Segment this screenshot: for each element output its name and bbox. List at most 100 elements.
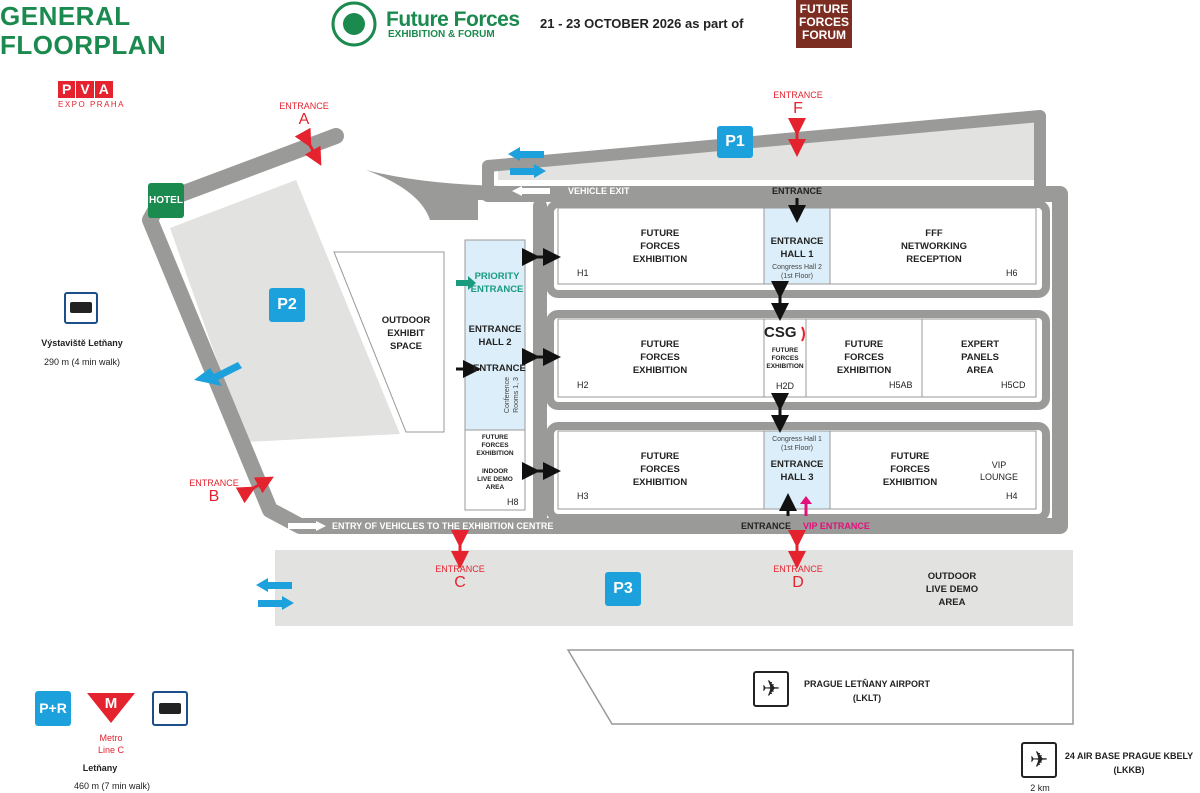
pva-letter: V bbox=[76, 81, 94, 98]
metro-line-label: Metro Line C bbox=[80, 732, 142, 756]
label-line: FUTURE bbox=[640, 451, 680, 462]
label-line: FORCES bbox=[640, 241, 680, 252]
metro-letter: M bbox=[104, 695, 118, 712]
label-line: NETWORKING bbox=[901, 241, 967, 252]
entrance-word: ENTRANCE bbox=[773, 90, 823, 100]
airbase-icon: ✈ bbox=[1021, 742, 1057, 778]
label-line: HALL 2 bbox=[478, 337, 512, 348]
outdoor-exhibit-label: OUTDOOR EXHIBIT SPACE bbox=[370, 314, 442, 353]
entrance-hall-3-area bbox=[763, 430, 831, 510]
label-line: LIVE DEMO bbox=[477, 476, 513, 483]
forum-logo-line: FUTURE bbox=[799, 2, 849, 16]
label-line: FUTURE bbox=[640, 339, 680, 350]
label-line: FUTURE bbox=[844, 339, 884, 350]
entrance-a-arrow bbox=[294, 127, 322, 166]
label-line: PANELS bbox=[961, 352, 999, 363]
vehicle-exit-label: VEHICLE EXIT bbox=[568, 186, 630, 196]
pva-subtitle: EXPO PRAHA bbox=[58, 100, 126, 109]
label-line: ENTRANCE bbox=[770, 236, 824, 247]
label-line: OUTDOOR bbox=[381, 315, 431, 326]
label-line: ENTRANCE bbox=[470, 284, 524, 295]
airbase-distance: 2 km bbox=[1030, 783, 1050, 793]
congress-hall-1-note: Congress Hall 1 (1st Floor) bbox=[764, 435, 830, 453]
future-forces-emblem-inner bbox=[343, 13, 365, 35]
label-line: OUTDOOR bbox=[927, 571, 977, 582]
label-line: EXHIBITION bbox=[632, 365, 688, 376]
entrance-letter: B bbox=[208, 488, 220, 505]
conference-rooms-label: Conference Rooms 1, 3 bbox=[504, 376, 520, 414]
csg-bracket bbox=[801, 326, 805, 342]
label-line: Line C bbox=[97, 745, 124, 755]
entrance-letter: C bbox=[454, 574, 466, 591]
label-line: EXPERT bbox=[960, 339, 999, 350]
entrance-a-label: ENTRANCE A bbox=[264, 101, 344, 129]
label-line: SPACE bbox=[389, 341, 423, 352]
label-line: EXHIBITION bbox=[476, 450, 514, 457]
label-line: VIP bbox=[991, 460, 1007, 470]
hall-id-h1: H1 bbox=[577, 268, 589, 278]
parking-area-p3 bbox=[275, 550, 1073, 626]
label-line: FORCES bbox=[640, 464, 680, 475]
forum-logo-line: FORCES bbox=[798, 15, 849, 29]
entrance-hall-2-door: ENTRANCE bbox=[473, 363, 526, 374]
label-line: FORCES bbox=[771, 355, 799, 362]
label-line: Congress Hall 2 bbox=[772, 264, 822, 271]
page-title-line: FLOORPLAN bbox=[0, 30, 167, 60]
label-line: AREA bbox=[938, 597, 966, 608]
entrance-hall-2-area bbox=[464, 239, 526, 431]
airbase-name: 24 AIR BASE PRAGUE KBELY bbox=[1064, 751, 1194, 761]
label-line: ENTRANCE bbox=[468, 324, 522, 335]
label-line: LOUNGE bbox=[979, 472, 1018, 482]
entrance-hall-1-label: ENTRANCE HALL 1 bbox=[764, 235, 830, 261]
event-dates: 21 - 23 OCTOBER 2026 as part of bbox=[540, 16, 744, 31]
pva-letter: A bbox=[94, 81, 113, 98]
label-line: INDOOR bbox=[482, 468, 508, 475]
hall-id-h3: H3 bbox=[577, 491, 589, 501]
entrance-b-label: ENTRANCE B bbox=[174, 478, 254, 506]
entrance-d-label: ENTRANCE D bbox=[758, 564, 838, 592]
priority-entrance-arrow bbox=[456, 276, 476, 290]
label-line: AREA bbox=[966, 365, 994, 376]
congress-hall-2-note: Congress Hall 2 (1st Floor) bbox=[764, 263, 830, 281]
hall-h3-label: FUTURE FORCES EXHIBITION bbox=[600, 450, 720, 489]
airport-name: PRAGUE LETŇANY AIRPORT bbox=[803, 679, 930, 689]
logo-subtitle: EXHIBITION & FORUM bbox=[388, 29, 495, 40]
label-line: (1st Floor) bbox=[781, 273, 813, 280]
entrance-word: ENTRANCE bbox=[279, 101, 329, 111]
bus-icon bbox=[152, 691, 188, 726]
label-line: FORCES bbox=[640, 352, 680, 363]
page-title: GENERAL FLOORPLAN bbox=[0, 2, 166, 60]
label-line: FUTURE bbox=[640, 228, 680, 239]
label-line: LIVE DEMO bbox=[925, 584, 979, 595]
label-line: FORCES bbox=[844, 352, 884, 363]
parking-p1-badge: P1 bbox=[717, 126, 753, 158]
label-line: AREA bbox=[485, 484, 505, 491]
entrance-word: ENTRANCE bbox=[189, 478, 239, 488]
outdoor-live-demo-label: OUTDOOR LIVE DEMO AREA bbox=[902, 570, 1002, 609]
label-line: FORCES bbox=[481, 442, 509, 449]
label-line: RECEPTION bbox=[906, 254, 962, 265]
vip-entrance-label: VIP ENTRANCE bbox=[803, 521, 870, 531]
logo-name: Future Forces bbox=[386, 8, 520, 31]
hall-id-h5cd: H5CD bbox=[1001, 380, 1026, 390]
hall-3-bottom-entrance: ENTRANCE bbox=[741, 521, 792, 531]
metro-station-name: Letňany bbox=[82, 763, 118, 773]
vip-arrow-head bbox=[800, 496, 812, 504]
entrance-letter: D bbox=[792, 574, 804, 591]
priority-entrance-label: PRIORITY ENTRANCE bbox=[465, 270, 529, 296]
hall-h5cd-label: EXPERT PANELS AREA bbox=[926, 338, 1034, 377]
label-line: (1st Floor) bbox=[781, 445, 813, 452]
road-north bbox=[482, 110, 1046, 200]
label-line: EXHIBIT bbox=[387, 328, 425, 339]
hall-h1-label: FUTURE FORCES EXHIBITION bbox=[600, 227, 720, 266]
label-line: ENTRANCE bbox=[770, 459, 824, 470]
page-title-line: GENERAL bbox=[0, 1, 131, 31]
metro-distance: 460 m (7 min walk) bbox=[73, 781, 151, 791]
hall-id-h6: H6 bbox=[1006, 268, 1018, 278]
label-line: HALL 3 bbox=[780, 472, 814, 483]
entrance-f-label: ENTRANCE F bbox=[758, 90, 838, 118]
entrance-letter: A bbox=[298, 111, 310, 128]
hall-h2d-label: FUTURE FORCES EXHIBITION bbox=[764, 347, 806, 371]
